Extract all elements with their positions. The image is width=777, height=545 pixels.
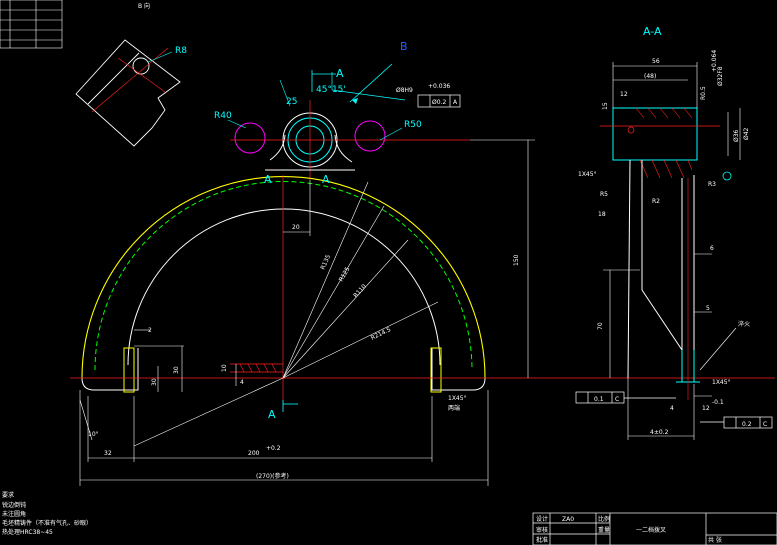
title-block — [532, 512, 777, 545]
dim-angle-45: 45°15' — [316, 85, 346, 95]
parts-list-table — [0, 0, 63, 49]
sec-dim-chamfer-bot: 1X45° — [712, 379, 731, 386]
section-marker-top: A B — [311, 40, 408, 92]
notes-line-4: 热处理HRC38~45 — [2, 528, 53, 536]
dim-r40: R40 — [214, 111, 232, 121]
sec-dim-12b: 12 — [702, 405, 710, 412]
section-dim-lines — [603, 62, 741, 440]
sec-dim-4402: 4±0.2 — [650, 429, 669, 436]
notes-line-1: 锐边倒钝 — [2, 501, 26, 509]
notes-heading: 要求 — [2, 491, 14, 499]
dim-chamfer: 1X45° — [448, 395, 467, 402]
dim-width-20: 20 — [292, 224, 300, 231]
dim-d270: (270)(参考) — [256, 472, 289, 480]
view-mark-b: B — [400, 40, 408, 53]
dim-r8: R8 — [175, 46, 187, 56]
dim-d2: 2 — [148, 327, 152, 334]
sec-dim-d42: Ø42 — [743, 127, 750, 140]
title-label-weight: 重量 — [598, 526, 610, 534]
sec-dim-d32-tol: +0.064 — [711, 50, 718, 72]
dim-r2145: R214.5 — [370, 326, 392, 342]
dim-chamfer-note: 两端 — [448, 404, 460, 412]
bore-tol: +0.036 — [428, 83, 450, 90]
sec-dim-chamfer-top: 1X45° — [578, 171, 597, 178]
title-label-sheets: 共 张 — [708, 536, 722, 544]
flatness-datum: C — [615, 396, 619, 403]
view-b-title: B 向 — [138, 2, 150, 10]
flatness-frame — [575, 391, 676, 404]
sec-dim-r3: R3 — [708, 181, 716, 188]
radial-dimensions — [133, 181, 439, 447]
title-label-scale: 比例 — [598, 515, 610, 523]
sec-dim-d32: Ø32F8 — [717, 66, 724, 86]
flatness-value: 0.1 — [594, 396, 604, 403]
section-mark-top: A — [336, 67, 344, 80]
title-label-approve: 批准 — [536, 536, 548, 544]
sec-dim-48: (48) — [644, 73, 656, 80]
fork-head — [230, 63, 470, 180]
parallel-datum: C — [763, 421, 767, 428]
sec-dim-15: 15 — [602, 102, 609, 110]
title-label-design: 设计 — [536, 515, 548, 523]
dim-d25: 25 — [286, 97, 297, 107]
sec-dim-4: 4 — [670, 405, 674, 412]
sec-dim-56: 56 — [652, 58, 660, 65]
dim-d200: 200 — [248, 450, 260, 457]
dim-height-150: 150 — [513, 254, 520, 266]
sec-dim-5: 5 — [706, 305, 710, 312]
dim-angle-10: 10° — [88, 431, 99, 438]
dim-r125: R125 — [338, 266, 352, 283]
section-mark-bottom: A — [268, 408, 276, 421]
section-marker-arc: A A A — [264, 173, 330, 421]
parallel-frame — [700, 416, 773, 429]
dim-150-lines — [470, 139, 535, 378]
sec-dim-70: 70 — [597, 322, 604, 330]
section-hatching — [635, 107, 693, 179]
dim-r110: R110 — [352, 283, 368, 299]
dim-d200-tol: +0.2 — [266, 445, 281, 452]
sec-dim-12-tol: -0.1 — [712, 399, 724, 406]
section-view — [600, 107, 732, 400]
pos-tol: Ø0.2 — [432, 99, 446, 106]
sec-dim-r5: R5 — [600, 191, 608, 198]
dim-width-20-lines — [283, 180, 311, 236]
sec-dim-d36: Ø36 — [733, 129, 740, 142]
dim-d30: 30 — [173, 366, 180, 374]
technical-notes: 要求 锐边倒钝 未注圆角 毛坯精铸件（不准有气孔、砂眼） 热处理HRC38~45 — [2, 491, 92, 536]
section-title: A-A — [643, 25, 662, 38]
dim-d32: 32 — [104, 450, 112, 457]
pos-datum: A — [453, 99, 458, 106]
dim-d10: 10 — [221, 364, 228, 372]
left-local-dim-lines — [79, 329, 489, 486]
title-label-check: 审核 — [536, 526, 548, 534]
title-part-name: 一二档拨叉 — [636, 526, 666, 534]
notes-line-2: 未注圆角 — [2, 510, 26, 518]
dim-d30b: 30 — [151, 378, 158, 386]
fork-arc — [81, 169, 486, 393]
section-mark-right: A — [322, 173, 330, 186]
sec-dim-r2: R2 — [652, 198, 660, 205]
sec-dim-6: 6 — [710, 245, 714, 252]
sec-dim-18: 18 — [598, 211, 606, 218]
title-material: ZA0 — [562, 516, 574, 523]
sec-dim-r05: R0.5 — [700, 86, 707, 100]
bore-fit: Ø8H9 — [396, 87, 413, 94]
view-b-detail — [75, 39, 181, 147]
parallel-value: 0.2 — [742, 421, 752, 428]
center-lines — [70, 175, 775, 410]
sec-rough-note: 淬火 — [738, 320, 750, 328]
section-mark-left: A — [264, 173, 272, 186]
dim-d4: 4 — [240, 379, 244, 386]
notes-line-3: 毛坯精铸件（不准有气孔、砂眼） — [2, 519, 92, 527]
sec-dim-12: 12 — [620, 91, 628, 98]
position-tolerance-frame — [417, 94, 461, 108]
hatch-marks — [239, 363, 277, 373]
dim-r50: R50 — [404, 120, 422, 130]
